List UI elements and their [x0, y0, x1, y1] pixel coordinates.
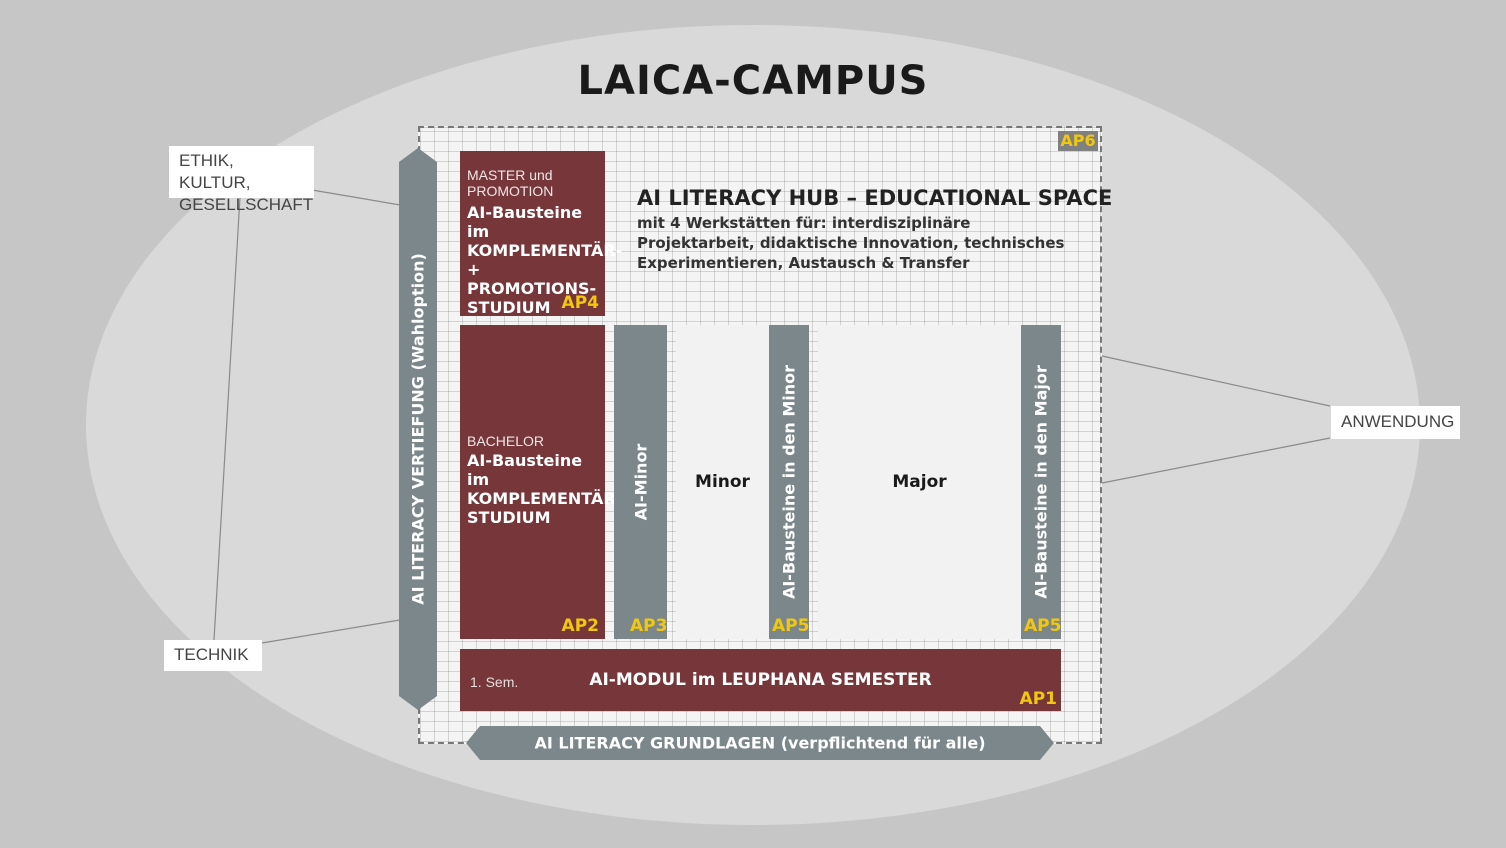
semester-small: 1. Sem.	[470, 674, 519, 690]
grundlagen-arrow	[466, 726, 1054, 760]
ethik-line1: ETHIK, KULTUR,	[179, 151, 251, 192]
connector-anwendung-hub-bottom	[1101, 437, 1331, 484]
ethik-line2: GESELLSCHAFT	[179, 195, 314, 214]
master-block: MASTER und PROMOTION AI-Bausteine im KOM…	[460, 151, 623, 317]
minor-column: Minor	[676, 325, 769, 639]
connector-anwendung-hub-top	[1101, 355, 1331, 407]
bachelor-small: BACHELOR	[467, 433, 545, 449]
technik-label-box: TECHNIK	[164, 640, 262, 671]
ai-minor-column: AI-Minor AP3	[614, 325, 667, 639]
bachelor-line3: STUDIUM	[467, 508, 551, 527]
connector-technik-vertiefung	[261, 616, 419, 644]
vertiefung-arrow	[399, 148, 437, 710]
semester-label: AI-MODUL im LEUPHANA SEMESTER	[589, 670, 932, 690]
bachelor-block: BACHELOR AI-Bausteine im KOMPLEMENTÄR- S…	[460, 325, 623, 639]
ap5-minor-badge: AP5	[772, 616, 810, 636]
master-small-line1: MASTER und	[467, 167, 553, 183]
vertiefung-label-wrap: AI LITERACY VERTIEFUNG (Wahloption)	[399, 148, 437, 710]
grundlagen-label-wrap: AI LITERACY GRUNDLAGEN (verpflichtend fü…	[466, 726, 1054, 760]
connector-ethik-technik	[213, 196, 241, 641]
ap5-major-badge: AP5	[1024, 616, 1062, 636]
major-bausteine-column: AI-Bausteine in den Major AP5	[1021, 325, 1061, 639]
bachelor-line2: KOMPLEMENTÄR-	[467, 489, 623, 508]
master-line4: STUDIUM	[467, 298, 551, 317]
hub-description: mit 4 Werkstätten für: interdisziplinäre…	[637, 214, 1065, 272]
ethik-label-box: ETHIK, KULTUR, GESELLSCHAFT	[169, 146, 314, 214]
bachelor-line1: AI-Bausteine im	[467, 451, 583, 489]
semester-bar: 1. Sem. AI-MODUL im LEUPHANA SEMESTER AP…	[460, 649, 1061, 711]
major-label: Major	[892, 472, 947, 492]
major-bausteine-label: AI-Bausteine in den Major	[1031, 365, 1051, 599]
ap4-badge: AP4	[561, 293, 599, 313]
minor-label: Minor	[695, 472, 750, 492]
page-title: LAICA-CAMPUS	[577, 58, 929, 104]
ap3-badge: AP3	[630, 616, 668, 636]
major-column: Major	[818, 325, 1021, 639]
minor-bausteine-column: AI-Bausteine in den Minor AP5	[769, 325, 809, 639]
anwendung-label: ANWENDUNG	[1341, 412, 1455, 431]
vertiefung-label: AI LITERACY VERTIEFUNG (Wahloption)	[408, 253, 428, 605]
ap1-badge: AP1	[1019, 689, 1057, 709]
technik-label: TECHNIK	[174, 645, 249, 664]
grundlagen-label: AI LITERACY GRUNDLAGEN (verpflichtend fü…	[534, 733, 986, 753]
anwendung-label-box: ANWENDUNG	[1331, 406, 1460, 439]
master-line2: KOMPLEMENTÄR-	[467, 241, 623, 260]
ap6-badge: AP6	[1058, 131, 1098, 151]
minor-bausteine-label: AI-Bausteine in den Minor	[779, 364, 799, 600]
master-line3: + PROMOTIONS-	[467, 260, 597, 298]
ai-minor-label: AI-Minor	[631, 443, 650, 521]
master-line1: AI-Bausteine im	[467, 203, 583, 241]
master-small-line2: PROMOTION	[467, 183, 554, 199]
hub-title: AI LITERACY HUB – EDUCATIONAL SPACE	[637, 186, 1113, 210]
ap2-badge: AP2	[561, 616, 599, 636]
